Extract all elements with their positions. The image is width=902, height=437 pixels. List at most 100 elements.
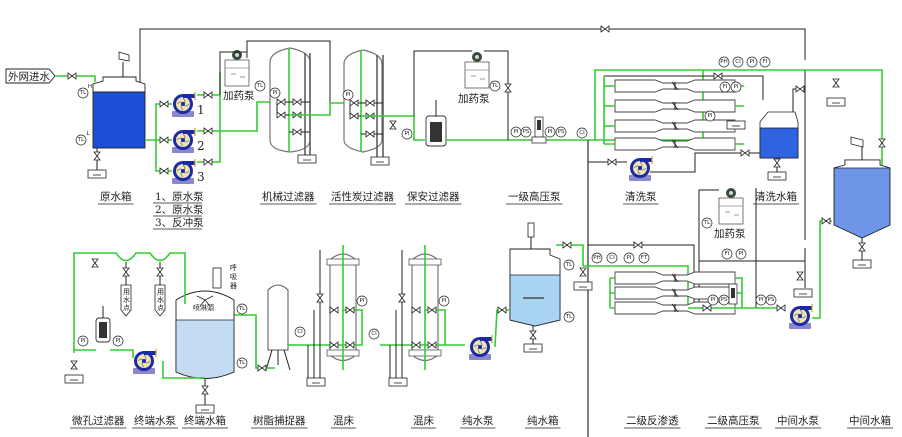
label-pure-pump: 纯水泵	[462, 414, 494, 427]
label-terminal-pump: 终端水泵	[134, 414, 176, 427]
svg-text:PI: PI	[739, 251, 744, 257]
label-mixed-bed-2: 混床	[413, 414, 434, 427]
inlet-valve[interactable]	[67, 72, 77, 80]
terminal-pump[interactable]	[132, 348, 157, 375]
breather-label-2: 吸	[230, 273, 237, 281]
svg-text:PI: PI	[442, 298, 447, 304]
label-micro-filter: 微孔过滤器	[72, 414, 125, 427]
label-ro-2: 二级反渗透	[626, 414, 679, 427]
svg-text:CI: CI	[735, 59, 741, 65]
svg-text:FT: FT	[641, 255, 648, 261]
label-hp-pump-2: 二级高压泵	[707, 414, 760, 427]
pump-number-2: 2	[197, 139, 205, 153]
raw-pump-2[interactable]	[171, 127, 196, 154]
label-mid-tank: 中间水箱	[849, 414, 891, 427]
svg-text:用: 用	[157, 288, 164, 296]
svg-text:TL: TL	[565, 314, 573, 320]
svg-text:用: 用	[123, 288, 130, 296]
inlet-label: 外网进水	[8, 71, 50, 83]
label-clean-tank: 清洗水箱	[755, 190, 797, 203]
dosing-pump-1[interactable]	[224, 49, 250, 87]
label-pure-tank: 纯水箱	[527, 414, 559, 427]
label-carbon-filter: 活性炭过滤器	[331, 190, 394, 203]
dosing-pump-2[interactable]	[464, 51, 490, 89]
resin-trap: CI	[234, 284, 306, 372]
raw-pump-1[interactable]	[171, 91, 196, 118]
top-return-lines	[139, 25, 806, 240]
svg-text:PI: PI	[627, 255, 632, 261]
svg-text:水: 水	[123, 295, 130, 304]
svg-text:TL: TL	[238, 306, 246, 312]
svg-text:L: L	[86, 131, 90, 137]
svg-text:PI: PI	[273, 90, 278, 96]
breather-label-1: 呼	[230, 263, 237, 272]
svg-text:FI: FI	[763, 59, 768, 65]
svg-text:水: 水	[157, 295, 164, 304]
svg-text:CI: CI	[297, 329, 303, 335]
svg-text:TL: TL	[565, 262, 573, 268]
terminal-tank: 呼 吸 器 喷淋頭 TL TL	[162, 263, 248, 414]
svg-text:PI: PI	[360, 298, 365, 304]
dosing-pump-3-label: 加药泵	[714, 228, 746, 240]
svg-text:CI: CI	[609, 255, 615, 261]
spray-head-label: 喷淋頭	[193, 303, 214, 312]
pure-water-pump[interactable]	[468, 334, 493, 361]
activated-carbon-filter: PI	[342, 49, 390, 166]
use-point-2[interactable]: 用 水 点	[154, 262, 166, 317]
svg-text:PI: PI	[346, 92, 351, 98]
svg-text:PI: PI	[81, 338, 86, 344]
pure-water-tank: TL TL	[494, 222, 584, 353]
label-resin-trap: 树脂捕捉器	[253, 414, 306, 427]
intermediate-pump[interactable]	[788, 303, 813, 330]
cleaning-pump[interactable]	[628, 155, 653, 182]
intermediate-tank	[800, 69, 891, 319]
cleaning-system	[587, 85, 805, 437]
security-filter: PI	[401, 50, 472, 147]
ro-1-bank: PI PH CI PI FI FI PI	[570, 56, 800, 151]
label-clean-pump: 清洗泵	[625, 190, 657, 203]
svg-text:TL: TL	[703, 220, 711, 226]
use-point-1[interactable]: 用 水 点	[120, 262, 132, 317]
svg-text:PI: PI	[759, 297, 764, 303]
raw-water-tank: TL H TL L	[75, 51, 146, 179]
backwash-pump-3[interactable]	[171, 158, 196, 185]
svg-text:TL: TL	[77, 137, 85, 143]
svg-text:PS: PS	[558, 129, 565, 135]
svg-text:TL: TL	[491, 83, 499, 89]
terminal-distribution-loop: 用 水 点 用 水 点	[73, 252, 186, 353]
label-security-filter: 保安过滤器	[407, 190, 460, 203]
svg-text:PI: PI	[116, 338, 121, 344]
svg-text:FI: FI	[725, 251, 730, 257]
pump-legend-3: 3、反冲泵	[155, 216, 204, 229]
pump-legend-1: 1、原水泵	[155, 191, 204, 203]
mixed-bed-2: PI	[380, 245, 450, 387]
pump-legend: 1、原水泵 2、原水泵 3、反冲泵	[153, 191, 204, 230]
svg-text:PS: PS	[721, 297, 728, 303]
svg-text:CI: CI	[371, 331, 377, 337]
svg-text:PI: PI	[405, 131, 410, 137]
svg-text:PS: PS	[523, 129, 530, 135]
label-terminal-tank: 终端水箱	[184, 414, 226, 427]
pump-number-3: 3	[197, 170, 205, 184]
mixed-bed-1: PI CI	[298, 245, 380, 387]
breather-label-3: 器	[230, 282, 237, 290]
mechanical-filter: PI	[269, 47, 317, 164]
hp-pump-1[interactable]: PI PS PI PS CI	[510, 116, 588, 144]
svg-text:点: 点	[157, 304, 164, 312]
equipment-label-group: 原水箱机械过滤器活性炭过滤器保安过滤器一级高压泵清洗泵清洗水箱微孔过滤器终端水泵…	[70, 190, 893, 429]
svg-text:PI: PI	[734, 84, 739, 90]
svg-text:点: 点	[123, 304, 130, 312]
label-mid-pump: 中间水泵	[777, 414, 819, 427]
label-raw-tank: 原水箱	[100, 190, 132, 203]
svg-text:PI: PI	[548, 129, 553, 135]
dosing-pump-2-label: 加药泵	[458, 93, 490, 105]
label-mixed-bed-1: 混床	[333, 414, 354, 427]
label-hp-pump-1: 一级高压泵	[508, 190, 561, 203]
dosing-pump-1-label: 加药泵	[223, 90, 255, 102]
pump-number-1: 1	[197, 103, 205, 117]
svg-text:PI: PI	[711, 297, 716, 303]
ro-2-section: 加药泵 TL FI PI PH CI PI FT PI PS PI PS	[573, 187, 813, 330]
pump-legend-2: 2、原水泵	[155, 204, 204, 216]
dosing-pump-3[interactable]	[718, 187, 744, 225]
